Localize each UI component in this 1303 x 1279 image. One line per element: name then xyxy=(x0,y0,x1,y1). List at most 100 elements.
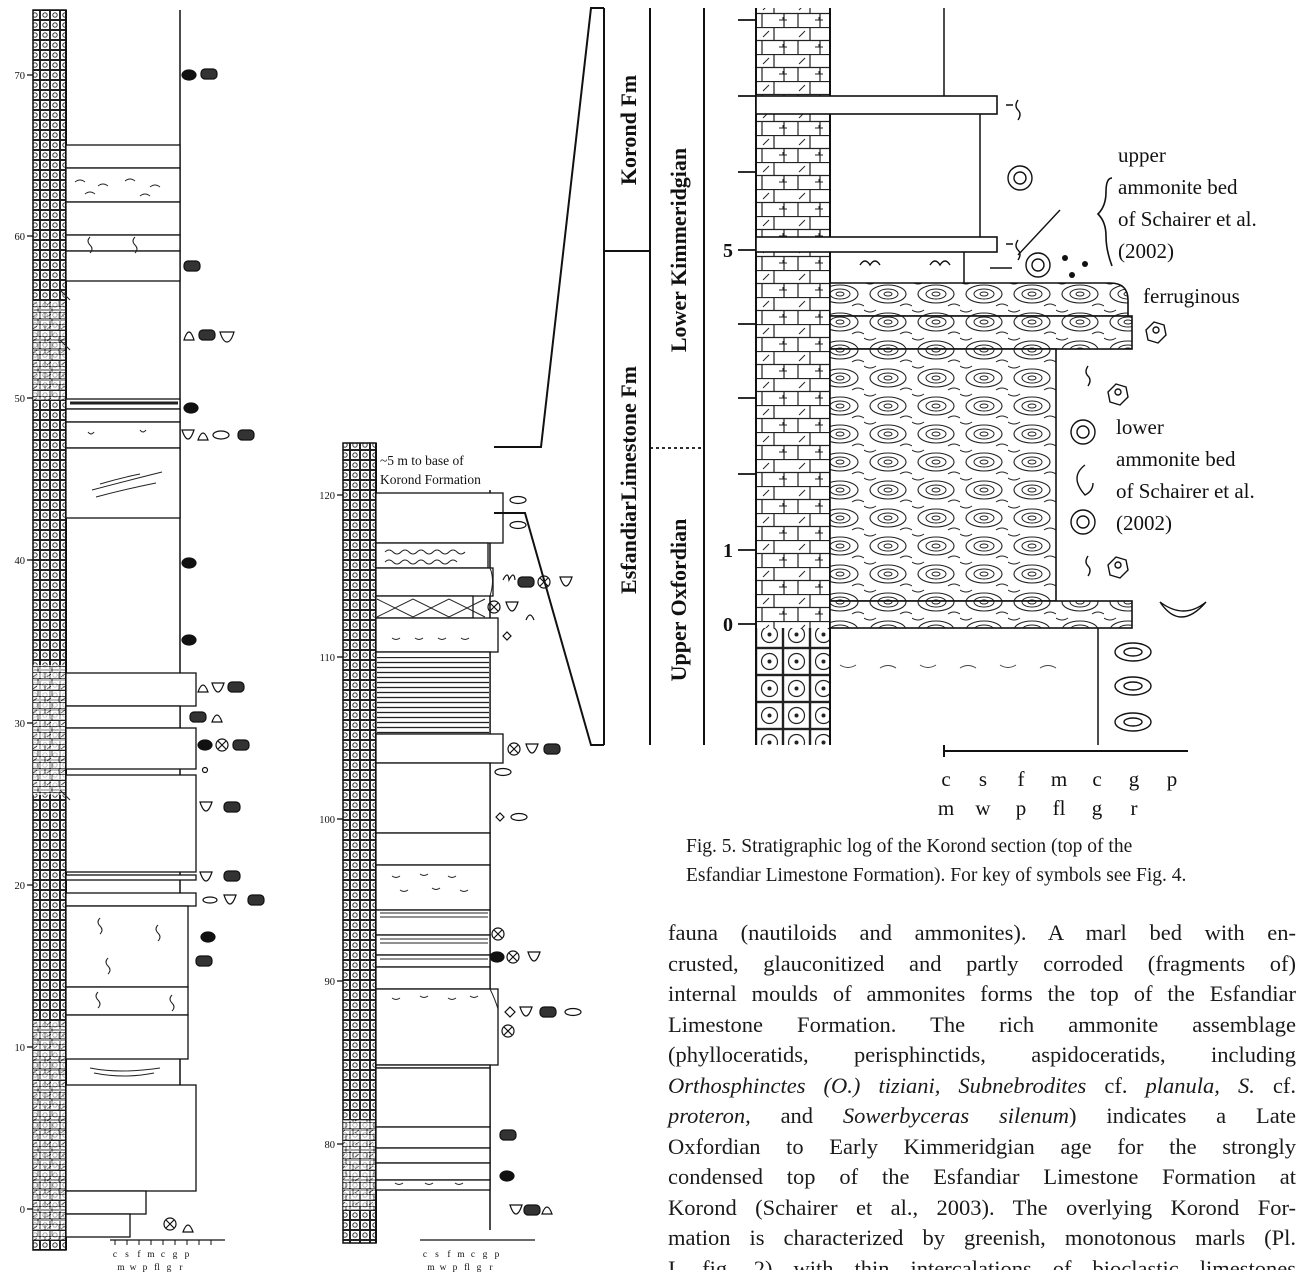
grain-scale-label: w xyxy=(975,796,991,820)
lower-bed-label: lower xyxy=(1116,415,1164,439)
grain-scale-label: g xyxy=(1092,796,1103,820)
grain-scale-label: c xyxy=(423,1250,427,1260)
grain-scale-label: fl xyxy=(464,1262,470,1273)
text-line: Korond (Schairer et al., 2003). The over… xyxy=(668,1194,1296,1220)
caption-line: Fig. 5. Stratigraphic log of the Korond … xyxy=(686,836,1133,857)
text-line: mation is characterized by greenish, mon… xyxy=(668,1225,1296,1250)
right-log: Korond Fm EsfandiarLimestone Fm Lower Ki… xyxy=(603,8,1257,820)
text-line: Oxfordian to Early Kimmeridgian age for … xyxy=(668,1133,1296,1159)
lower-bed-label: of Schairer et al. xyxy=(1116,479,1255,503)
formation-esfandiar: EsfandiarLimestone Fm xyxy=(616,366,641,594)
grain-scale-label: p xyxy=(1167,767,1178,791)
middle-log: 80 90 100 110 120 ~5 m to base of Korond… xyxy=(319,442,582,1273)
grain-scale-label: g xyxy=(173,1250,178,1260)
left-depth-label: 40 xyxy=(15,556,26,567)
left-depth-label: 50 xyxy=(15,394,26,405)
ferruginous-label: ferruginous xyxy=(1143,284,1240,308)
body-paragraph: fauna (nautiloids and ammonites). A marl… xyxy=(668,918,1296,1270)
right-depth-label: 5 xyxy=(723,240,733,262)
grain-scale-label: c xyxy=(161,1250,165,1260)
upper-bed-label: upper xyxy=(1118,143,1166,167)
text-line: crusted, glauconitized and partly corrod… xyxy=(668,950,1296,976)
text-line: internal moulds of ammonites forms the t… xyxy=(668,981,1296,1006)
grain-scale-label: p xyxy=(185,1250,190,1260)
middle-depth-label: 80 xyxy=(325,1140,336,1151)
middle-grain-scale: c s f m c g p m w p fl g r xyxy=(420,1239,535,1273)
text-line: proteron, and Sowerbyceras silenum) indi… xyxy=(668,1101,1296,1132)
formation-korond: Korond Fm xyxy=(616,75,641,185)
lower-bed-label: ammonite bed xyxy=(1116,447,1236,471)
zoom-connector xyxy=(494,7,604,746)
text-line: Orthosphinctes (O.) tiziani, Subnebrodit… xyxy=(668,1071,1296,1102)
left-depth-label: 0 xyxy=(20,1205,25,1216)
text-fragment: ) indicates a Late xyxy=(1069,1103,1296,1128)
text-line: I, fig. 2) with thin intercalations of b… xyxy=(668,1255,1296,1270)
grain-scale-label: f xyxy=(137,1249,141,1260)
middle-log-note: Korond Formation xyxy=(380,472,481,487)
grain-scale-label: g xyxy=(167,1263,172,1273)
grain-scale-label: r xyxy=(179,1263,183,1273)
grain-scale-label: m xyxy=(427,1263,435,1273)
text-line: (phylloceratids, perisphinctids, aspidoc… xyxy=(668,1042,1296,1067)
figure-caption: Fig. 5. Stratigraphic log of the Korond … xyxy=(686,832,1296,890)
right-depth-label: 0 xyxy=(723,614,733,636)
grain-scale-label: s xyxy=(125,1250,129,1260)
left-grain-scale: c s f m c g p m w p fl g r xyxy=(110,1239,225,1273)
grain-scale-label: c xyxy=(113,1250,117,1260)
grain-scale-label: w xyxy=(440,1263,447,1273)
left-depth-label: 30 xyxy=(15,719,26,730)
left-depth-label: 70 xyxy=(15,71,26,82)
grain-scale-label: f xyxy=(447,1249,451,1260)
right-grain-scale: c s f m c g p m w p fl g r xyxy=(938,745,1188,820)
grain-scale-label: p xyxy=(143,1263,148,1273)
grain-scale-label: c xyxy=(941,767,950,791)
grain-scale-label: s xyxy=(979,767,987,791)
grain-scale-label: g xyxy=(477,1263,482,1273)
lower-bed-label: (2002) xyxy=(1116,511,1172,535)
grain-scale-label: m xyxy=(1051,767,1067,791)
left-log: 0 10 20 30 40 50 60 70 c s f m xyxy=(15,9,265,1273)
grain-scale-label: p xyxy=(453,1263,458,1273)
left-depth-label: 60 xyxy=(15,232,26,243)
text-line: Limestone Formation. The rich ammonite a… xyxy=(668,1011,1296,1037)
grain-scale-label: g xyxy=(483,1250,488,1260)
upper-bed-label: of Schairer et al. xyxy=(1118,207,1257,231)
left-depth-label: 20 xyxy=(15,881,26,892)
middle-depth-label: 110 xyxy=(320,653,335,664)
grain-scale-label: m xyxy=(938,796,954,820)
left-depth-label: 10 xyxy=(15,1043,26,1054)
middle-depth-label: 90 xyxy=(325,977,336,988)
upper-bed-label: ammonite bed xyxy=(1118,175,1238,199)
middle-depth-label: 100 xyxy=(319,815,335,826)
species-name: proteron, xyxy=(668,1103,751,1128)
species-name: Sowerbyceras silenum xyxy=(842,1103,1069,1128)
grain-scale-label: m xyxy=(117,1263,125,1273)
text-fragment: cf. xyxy=(1086,1072,1146,1098)
grain-scale-label: fl xyxy=(1053,796,1066,820)
species-name: planula, S. xyxy=(1145,1072,1255,1098)
species-name: Orthosphinctes (O.) tiziani, Subnebrodit… xyxy=(668,1072,1087,1098)
stage-lower-kimmeridgian: Lower Kimmeridgian xyxy=(666,148,691,352)
text-line: condensed top of the Esfandiar Limestone… xyxy=(668,1164,1296,1189)
grain-scale-label: f xyxy=(1018,767,1025,791)
right-depth-label: 1 xyxy=(723,540,733,562)
grain-scale-label: p xyxy=(1016,796,1027,820)
grain-scale-label: fl xyxy=(154,1262,160,1273)
stage-upper-oxfordian: Upper Oxfordian xyxy=(666,519,691,682)
text-line: fauna (nautiloids and ammonites). A marl… xyxy=(668,920,1296,945)
grain-scale-label: c xyxy=(471,1250,475,1260)
grain-scale-label: m xyxy=(147,1250,155,1260)
grain-scale-label: c xyxy=(1092,767,1101,791)
middle-depth-label: 120 xyxy=(319,491,335,502)
grain-scale-label: r xyxy=(1131,796,1138,820)
grain-scale-label: w xyxy=(130,1263,137,1273)
grain-scale-label: s xyxy=(435,1250,439,1260)
text-fragment: and xyxy=(750,1103,843,1128)
grain-scale-label: r xyxy=(489,1263,493,1273)
middle-log-note: ~5 m to base of xyxy=(380,453,464,468)
upper-bed-label: (2002) xyxy=(1118,239,1174,263)
caption-line: Esfandiar Limestone Formation). For key … xyxy=(686,865,1187,886)
grain-scale-label: m xyxy=(457,1250,465,1260)
grain-scale-label: p xyxy=(495,1250,500,1260)
